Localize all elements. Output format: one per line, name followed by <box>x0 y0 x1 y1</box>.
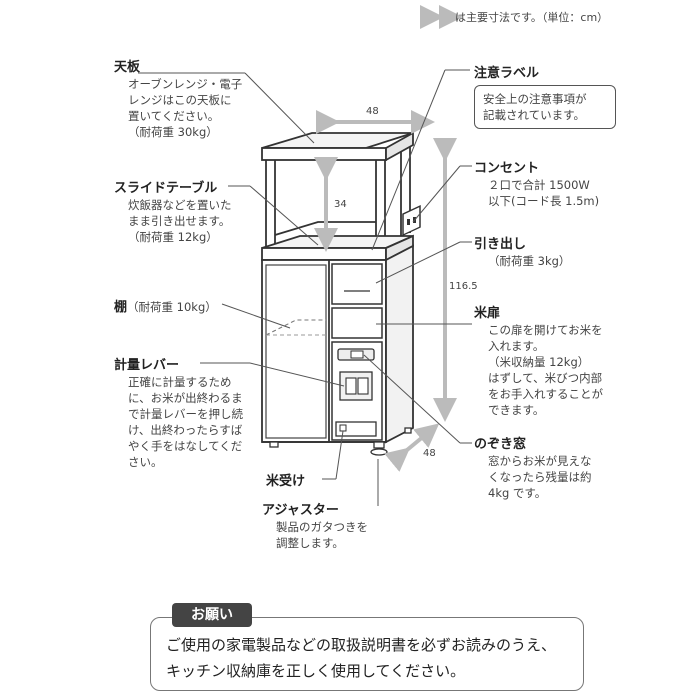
peek-window-label: のぞき窓 <box>474 437 527 452</box>
rice-door-line: この扉を開けてお米を <box>488 323 603 337</box>
measure-lever <box>339 371 373 401</box>
rice-door-label: 米扉 <box>474 306 501 321</box>
rice-door-line: （米収納量 12kg） <box>488 355 590 369</box>
measure-lever-line: け、出終わったらすば <box>128 423 243 437</box>
adjuster-line: 調整します。 <box>276 536 344 550</box>
drawer-line: （耐荷重 3kg） <box>488 254 571 268</box>
slide-table-line: まま引き出せます。 <box>128 214 231 228</box>
slide-table-label: スライドテーブル <box>114 181 218 196</box>
peek-window-line: 窓からお米が見えな <box>488 454 592 468</box>
callout-rice-door: 米扉 この扉を開けてお米を 入れます。 （米収納量 12kg） はずして、米びつ… <box>474 302 603 418</box>
drawer <box>331 263 383 305</box>
measure-lever-line: 正確に計量するため <box>128 375 232 389</box>
top-board-line: （耐荷重 30kg） <box>128 125 218 139</box>
callout-shelf: 棚（耐荷重 10kg） <box>114 296 217 315</box>
adjuster-line: 製品のガタつきを <box>276 520 368 534</box>
dimension-arrows <box>314 5 463 472</box>
request-box <box>150 617 584 691</box>
callout-peek-window: のぞき窓 窓からお米が見えな くなったら残量は約 4kg です。 <box>474 433 592 501</box>
drawer-label: 引き出し <box>474 237 527 252</box>
top-board-line: レンジはこの天板に <box>128 93 232 107</box>
rice-door-line: できます。 <box>488 403 545 417</box>
slide-table <box>261 234 414 262</box>
request-line: キッチン収納庫を正しく使用してください。 <box>166 662 466 680</box>
rice-door-line: 入れます。 <box>488 339 545 353</box>
slide-table-line: 炊飯器などを置いた <box>128 198 232 212</box>
measure-lever-line: に、お米が出終わるま <box>128 391 243 405</box>
rice-door-line: はずして、米びつ内部 <box>488 371 603 385</box>
outlet-label: コンセント <box>474 161 540 176</box>
callout-slide-table: スライドテーブル 炊飯器などを置いた まま引き出せます。 （耐荷重 12kg） <box>114 177 232 245</box>
outlet-line: ２口で合計 1500W <box>488 178 590 192</box>
caution-label-label: 注意ラベル <box>474 66 540 81</box>
outlet-icon <box>402 205 421 237</box>
dimension-total-height: 116.5 <box>449 281 478 292</box>
peek-window-line: 4kg です。 <box>488 486 547 500</box>
peek-window-line: くなったら残量は約 <box>488 470 592 484</box>
measure-lever-label: 計量レバー <box>114 358 180 373</box>
dimension-depth: 48 <box>423 448 436 459</box>
callout-top-board: 天板 オーブンレンジ・電子 レンジはこの天板に 置いてください。 （耐荷重 30… <box>114 56 242 140</box>
measure-lever-line: で計量レバーを押し続 <box>128 407 243 421</box>
measure-lever-line: さい。 <box>128 455 163 469</box>
peek-window <box>337 348 375 361</box>
shelf-label: 棚 <box>114 300 128 315</box>
top-board-line: オーブンレンジ・電子 <box>128 77 243 91</box>
legend-text: は主要寸法です。（単位：cm） <box>455 11 609 24</box>
caution-line: 安全上の注意事項が <box>483 92 587 106</box>
shelf-load: （耐荷重 10kg） <box>127 300 217 314</box>
caution-line: 記載されています。 <box>483 108 586 122</box>
request-title: お願い <box>172 603 252 627</box>
request-text: ご使用の家電製品などの取扱説明書を必ずお読みのうえ、 キッチン収納庫を正しく使用… <box>166 632 556 684</box>
leader-lines <box>138 69 472 506</box>
callout-adjuster: アジャスター 製品のガタつきを 調整します。 <box>262 499 368 551</box>
callout-caution-label: 注意ラベル 安全上の注意事項が 記載されています。 <box>474 62 616 129</box>
left-door <box>265 264 327 439</box>
dimension-shelf-height: 34 <box>334 199 347 210</box>
top-board <box>261 131 414 162</box>
caution-note-box: 安全上の注意事項が 記載されています。 <box>474 85 616 129</box>
outlet-line: 以下(コード長 1.5m) <box>488 194 600 208</box>
request-line: ご使用の家電製品などの取扱説明書を必ずお読みのうえ、 <box>166 636 557 654</box>
callout-drawer: 引き出し （耐荷重 3kg） <box>474 233 570 269</box>
measure-lever-line: やく手をはなしてくだ <box>128 439 243 453</box>
callout-measure-lever: 計量レバー 正確に計量するため に、お米が出終わるま で計量レバーを押し続 け、… <box>114 354 243 470</box>
rice-door-line: をお手入れすることが <box>488 387 603 401</box>
rice-receiver <box>335 421 377 437</box>
callout-outlet: コンセント ２口で合計 1500W 以下(コード長 1.5m) <box>474 157 599 209</box>
slide-table-line: （耐荷重 12kg） <box>128 230 218 244</box>
top-board-line: 置いてください。 <box>128 109 220 123</box>
rice-receiver-label: 米受け <box>266 474 306 489</box>
top-board-label: 天板 <box>114 60 141 75</box>
adjuster-label: アジャスター <box>262 503 339 518</box>
dimension-top-width: 48 <box>366 106 379 117</box>
